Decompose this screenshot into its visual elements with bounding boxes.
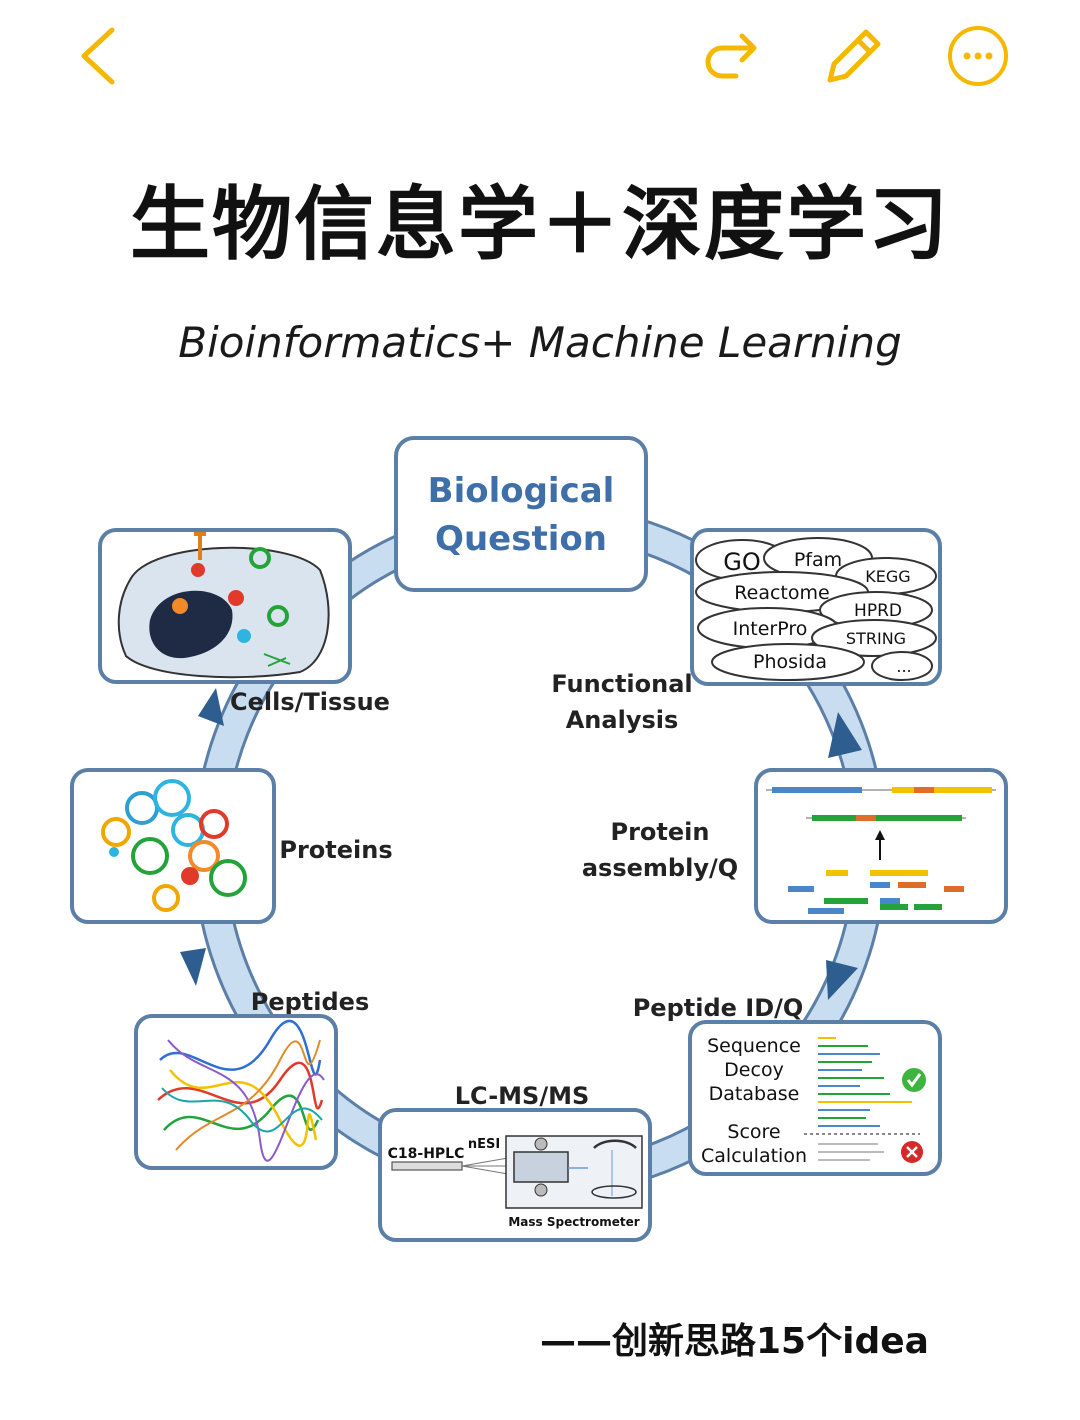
ring-arrow-icon (198, 688, 224, 726)
nesi-label: nESI (468, 1137, 500, 1152)
peptides-label: Peptides (251, 988, 370, 1016)
footer-caption: ——创新思路15个idea (540, 1321, 929, 1362)
proteins-panel (70, 768, 276, 924)
lcms-panel: C18-HPLC nESI Mass Spectrometer (378, 1108, 652, 1242)
ms-label: Mass Spectrometer (508, 1215, 639, 1229)
cells-tissue-label: Cells/Tissue (230, 688, 390, 716)
search-label: Calculation (701, 1145, 807, 1167)
protein-assembly-panel (754, 768, 1008, 924)
node-title-line2: Question (435, 519, 607, 559)
node-title-line1: Biological (428, 471, 615, 511)
search-label: Score (727, 1121, 780, 1143)
db-label: KEGG (865, 567, 910, 586)
peptide-id-label: Peptide ID/Q (633, 994, 804, 1022)
search-label: Decoy (724, 1059, 784, 1081)
pencil-icon[interactable] (820, 22, 886, 88)
proteins-label: Proteins (279, 836, 392, 864)
page-title: 生物信息学＋深度学习 (130, 178, 950, 271)
biological-question-node: Biological Question (394, 436, 648, 592)
top-bar (0, 0, 1080, 110)
db-label: GO (723, 548, 761, 576)
db-label: Pfam (794, 549, 842, 571)
proteomics-workflow-diagram: Biological Question GO Pfam KEGG Reactom… (70, 436, 1008, 1242)
db-label: Reactome (734, 582, 829, 604)
ellipsis-circle-icon[interactable] (946, 24, 1010, 88)
db-label: ... (896, 657, 911, 676)
search-label: Sequence (707, 1035, 801, 1057)
ring-arrow-icon (828, 712, 862, 758)
functional-analysis-label: Functional (551, 670, 692, 698)
search-label: Database (709, 1083, 800, 1105)
db-label: InterPro (733, 618, 808, 640)
protein-assembly-label: Protein (611, 818, 710, 846)
db-label: STRING (846, 629, 906, 648)
database-search-panel: Sequence Decoy Database Score Calculatio… (688, 1020, 942, 1176)
share-arrow-icon[interactable] (700, 26, 764, 86)
db-label: Phosida (753, 651, 827, 673)
chevron-left-icon[interactable] (72, 24, 122, 88)
protein-assembly-label: assembly/Q (582, 854, 738, 882)
database-panel: GO Pfam KEGG Reactome HPRD InterPro STRI… (690, 528, 942, 686)
page-subtitle: Bioinformatics+ Machine Learning (178, 318, 902, 367)
hplc-label: C18-HPLC (388, 1146, 465, 1162)
functional-analysis-label: Analysis (566, 706, 679, 734)
cells-panel (98, 528, 352, 684)
ring-arrow-icon (826, 960, 858, 1000)
peptides-panel (134, 1014, 338, 1170)
ring-arrow-icon (180, 948, 206, 986)
lcms-label: LC-MS/MS (455, 1082, 590, 1110)
db-label: HPRD (854, 601, 902, 621)
